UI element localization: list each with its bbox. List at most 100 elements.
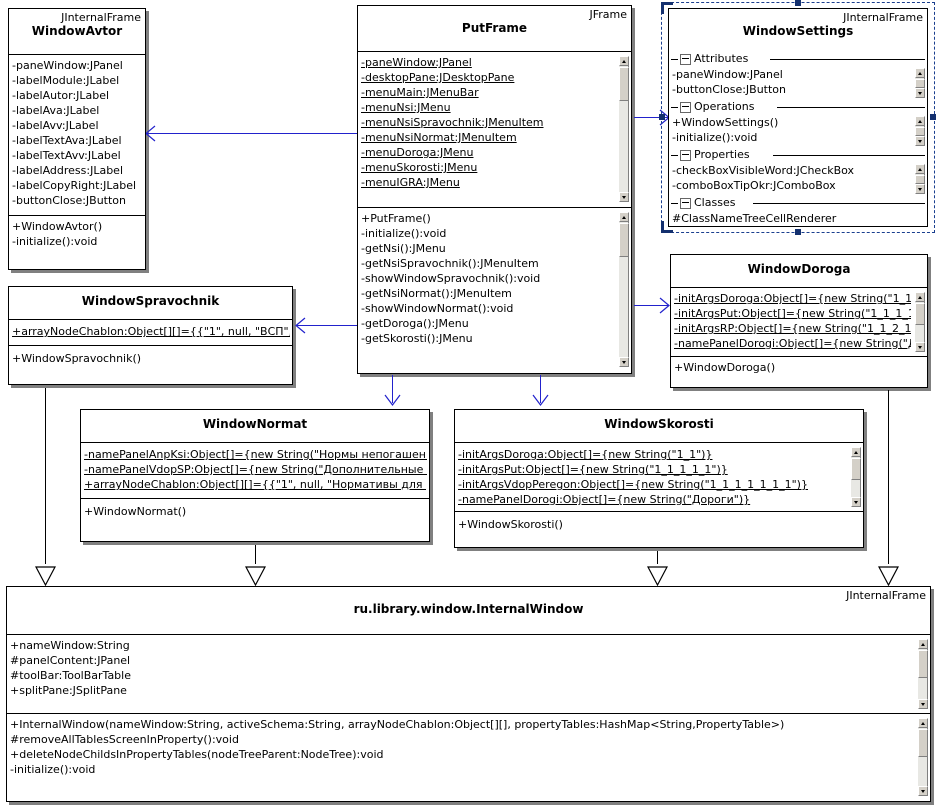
scroll-down-button[interactable] [851, 497, 861, 507]
scrollbar-thumb[interactable] [915, 79, 925, 88]
scroll-up-button[interactable] [918, 718, 928, 728]
window-normat-operations: +WindowNormat() [81, 499, 429, 541]
class-box-put-frame[interactable]: JFrame PutFrame -paneWindow:JPanel -desk… [357, 5, 632, 374]
scrollbar-thumb[interactable] [918, 729, 928, 757]
scrollbar-thumb[interactable] [619, 223, 629, 257]
triangle-up-icon [921, 643, 925, 646]
scroll-up-button[interactable] [915, 116, 925, 126]
group-label: Attributes [694, 52, 749, 65]
scroll-up-button[interactable] [915, 68, 925, 78]
class-member: -initArgsDoroga:Object[]={new String("1_… [674, 292, 911, 305]
class-member: +WindowNormat() [84, 505, 187, 518]
scroll-up-button[interactable] [915, 292, 925, 302]
class-member: -getNsiSpravochnik():JMenuItem [361, 257, 539, 270]
group-label: Classes [694, 196, 736, 209]
scrollbar-thumb[interactable] [918, 650, 928, 678]
attributes-scrollbar[interactable] [850, 446, 862, 508]
window-avtor-stereotype: JInternalFrame [61, 11, 141, 24]
class-member: -initialize():void [361, 227, 447, 240]
scroll-up-button[interactable] [619, 56, 629, 66]
scroll-up-button[interactable] [915, 164, 925, 174]
triangle-down-icon [918, 188, 922, 191]
class-box-window-doroga[interactable]: WindowDoroga -initArgsDoroga:Object[]={n… [670, 254, 928, 388]
class-member: #toolBar:ToolBarTable [10, 669, 131, 682]
class-box-window-settings[interactable]: JInternalFrame WindowSettings Attributes… [668, 8, 928, 227]
group-header-attributes[interactable]: Attributes [669, 51, 927, 67]
scroll-down-button[interactable] [619, 357, 629, 367]
class-member: -paneWindow:JPanel [361, 56, 472, 69]
internal-window-operations: +InternalWindow(nameWindow:String, activ… [7, 714, 930, 801]
triangle-up-icon [918, 72, 922, 75]
scroll-down-button[interactable] [915, 136, 925, 146]
class-member: -menuNsiSpravochnik:JMenuItem [361, 116, 544, 129]
class-member: +nameWindow:String [10, 639, 130, 652]
attributes-group-scrollbar[interactable] [914, 67, 926, 99]
selection-corner-bottom-left[interactable] [661, 221, 673, 233]
triangle-up-icon [921, 722, 925, 725]
internal-window-attributes: +nameWindow:String #panelContent:JPanel … [7, 635, 930, 714]
class-member: #ClassNameTreeCellRenderer [672, 212, 837, 225]
class-member: +arrayNodeChablon:Object[][]={{"1", null… [12, 325, 290, 338]
dependency-putframe-windownormat [392, 375, 393, 403]
put-frame-stereotype: JFrame [589, 8, 627, 21]
class-box-internal-window[interactable]: JInternalFrame ru.library.window.Interna… [6, 586, 931, 802]
class-box-window-spravochnik[interactable]: WindowSpravochnik +arrayNodeChablon:Obje… [8, 286, 293, 385]
operations-group-scrollbar[interactable] [914, 115, 926, 147]
selection-handle-left[interactable] [659, 114, 665, 120]
attributes-scrollbar[interactable] [917, 638, 929, 710]
scroll-up-button[interactable] [918, 639, 928, 649]
scroll-down-button[interactable] [619, 192, 629, 202]
operations-scrollbar[interactable] [618, 211, 630, 368]
class-member: +WindowSpravochnik() [12, 352, 142, 365]
class-box-window-normat[interactable]: WindowNormat -namePanelAnpKsi:Object[]={… [80, 409, 430, 542]
group-header-classes[interactable]: Classes [669, 195, 927, 211]
class-member: -namePanelAnpKsi:Object[]={new String("Н… [84, 448, 427, 461]
attributes-scrollbar[interactable] [914, 291, 926, 353]
collapse-minus-icon[interactable] [680, 149, 691, 161]
scrollbar-thumb[interactable] [619, 67, 629, 101]
class-member: +InternalWindow(nameWindow:String, activ… [10, 718, 785, 731]
class-member: +PutFrame() [361, 212, 431, 225]
class-box-window-skorosti[interactable]: WindowSkorosti -initArgsDoroga:Object[]=… [454, 409, 864, 548]
generalization-spravochnik-line [45, 388, 46, 564]
window-spravochnik-name: WindowSpravochnik [81, 294, 220, 308]
class-box-window-avtor[interactable]: JInternalFrame WindowAvtor -paneWindow:J… [8, 8, 146, 270]
scrollbar-thumb[interactable] [915, 127, 925, 136]
group-header-operations[interactable]: Operations [669, 99, 927, 115]
attributes-scrollbar[interactable] [618, 55, 630, 203]
scroll-down-button[interactable] [915, 342, 925, 352]
scrollbar-thumb[interactable] [915, 175, 925, 184]
class-member: -initArgsPut:Object[]={new String("1_1_1… [458, 463, 728, 476]
scrollbar-thumb[interactable] [851, 458, 861, 480]
collapse-minus-icon[interactable] [680, 197, 691, 209]
collapse-minus-icon[interactable] [680, 53, 691, 65]
operations-scrollbar[interactable] [917, 717, 929, 797]
selection-handle-top[interactable] [795, 0, 801, 6]
group-header-properties[interactable]: Properties [669, 147, 927, 163]
group-dash-right [773, 155, 925, 156]
scroll-down-button[interactable] [915, 88, 925, 98]
collapse-minus-icon[interactable] [680, 101, 691, 113]
class-member: -labelAva:JLabel [12, 104, 100, 117]
scrollbar-thumb[interactable] [915, 303, 925, 325]
scroll-down-button[interactable] [918, 786, 928, 796]
class-member: -menuMain:JMenuBar [361, 86, 479, 99]
selection-handle-bottom[interactable] [795, 229, 801, 235]
generalization-spravochnik-triangle [35, 566, 56, 587]
internal-window-stereotype: JInternalFrame [846, 589, 926, 602]
class-member: +WindowSettings() [672, 116, 779, 129]
class-member: +WindowAvtor() [12, 220, 103, 233]
generalization-normat-line [255, 545, 256, 564]
properties-group-scrollbar[interactable] [914, 163, 926, 195]
class-member: -getDoroga():JMenu [361, 317, 469, 330]
scroll-down-button[interactable] [918, 699, 928, 709]
scroll-up-button[interactable] [619, 212, 629, 222]
class-member: -menuNsiNormat:JMenuItem [361, 131, 517, 144]
class-member: -labelTextAvv:JLabel [12, 149, 121, 162]
selection-handle-right[interactable] [930, 114, 936, 120]
selection-corner-top-left[interactable] [661, 2, 673, 14]
window-doroga-operations: +WindowDoroga() [671, 357, 927, 387]
scroll-up-button[interactable] [851, 447, 861, 457]
scroll-down-button[interactable] [915, 184, 925, 194]
class-member: +arrayNodeChablon:Object[][]={{"1", null… [84, 478, 427, 491]
